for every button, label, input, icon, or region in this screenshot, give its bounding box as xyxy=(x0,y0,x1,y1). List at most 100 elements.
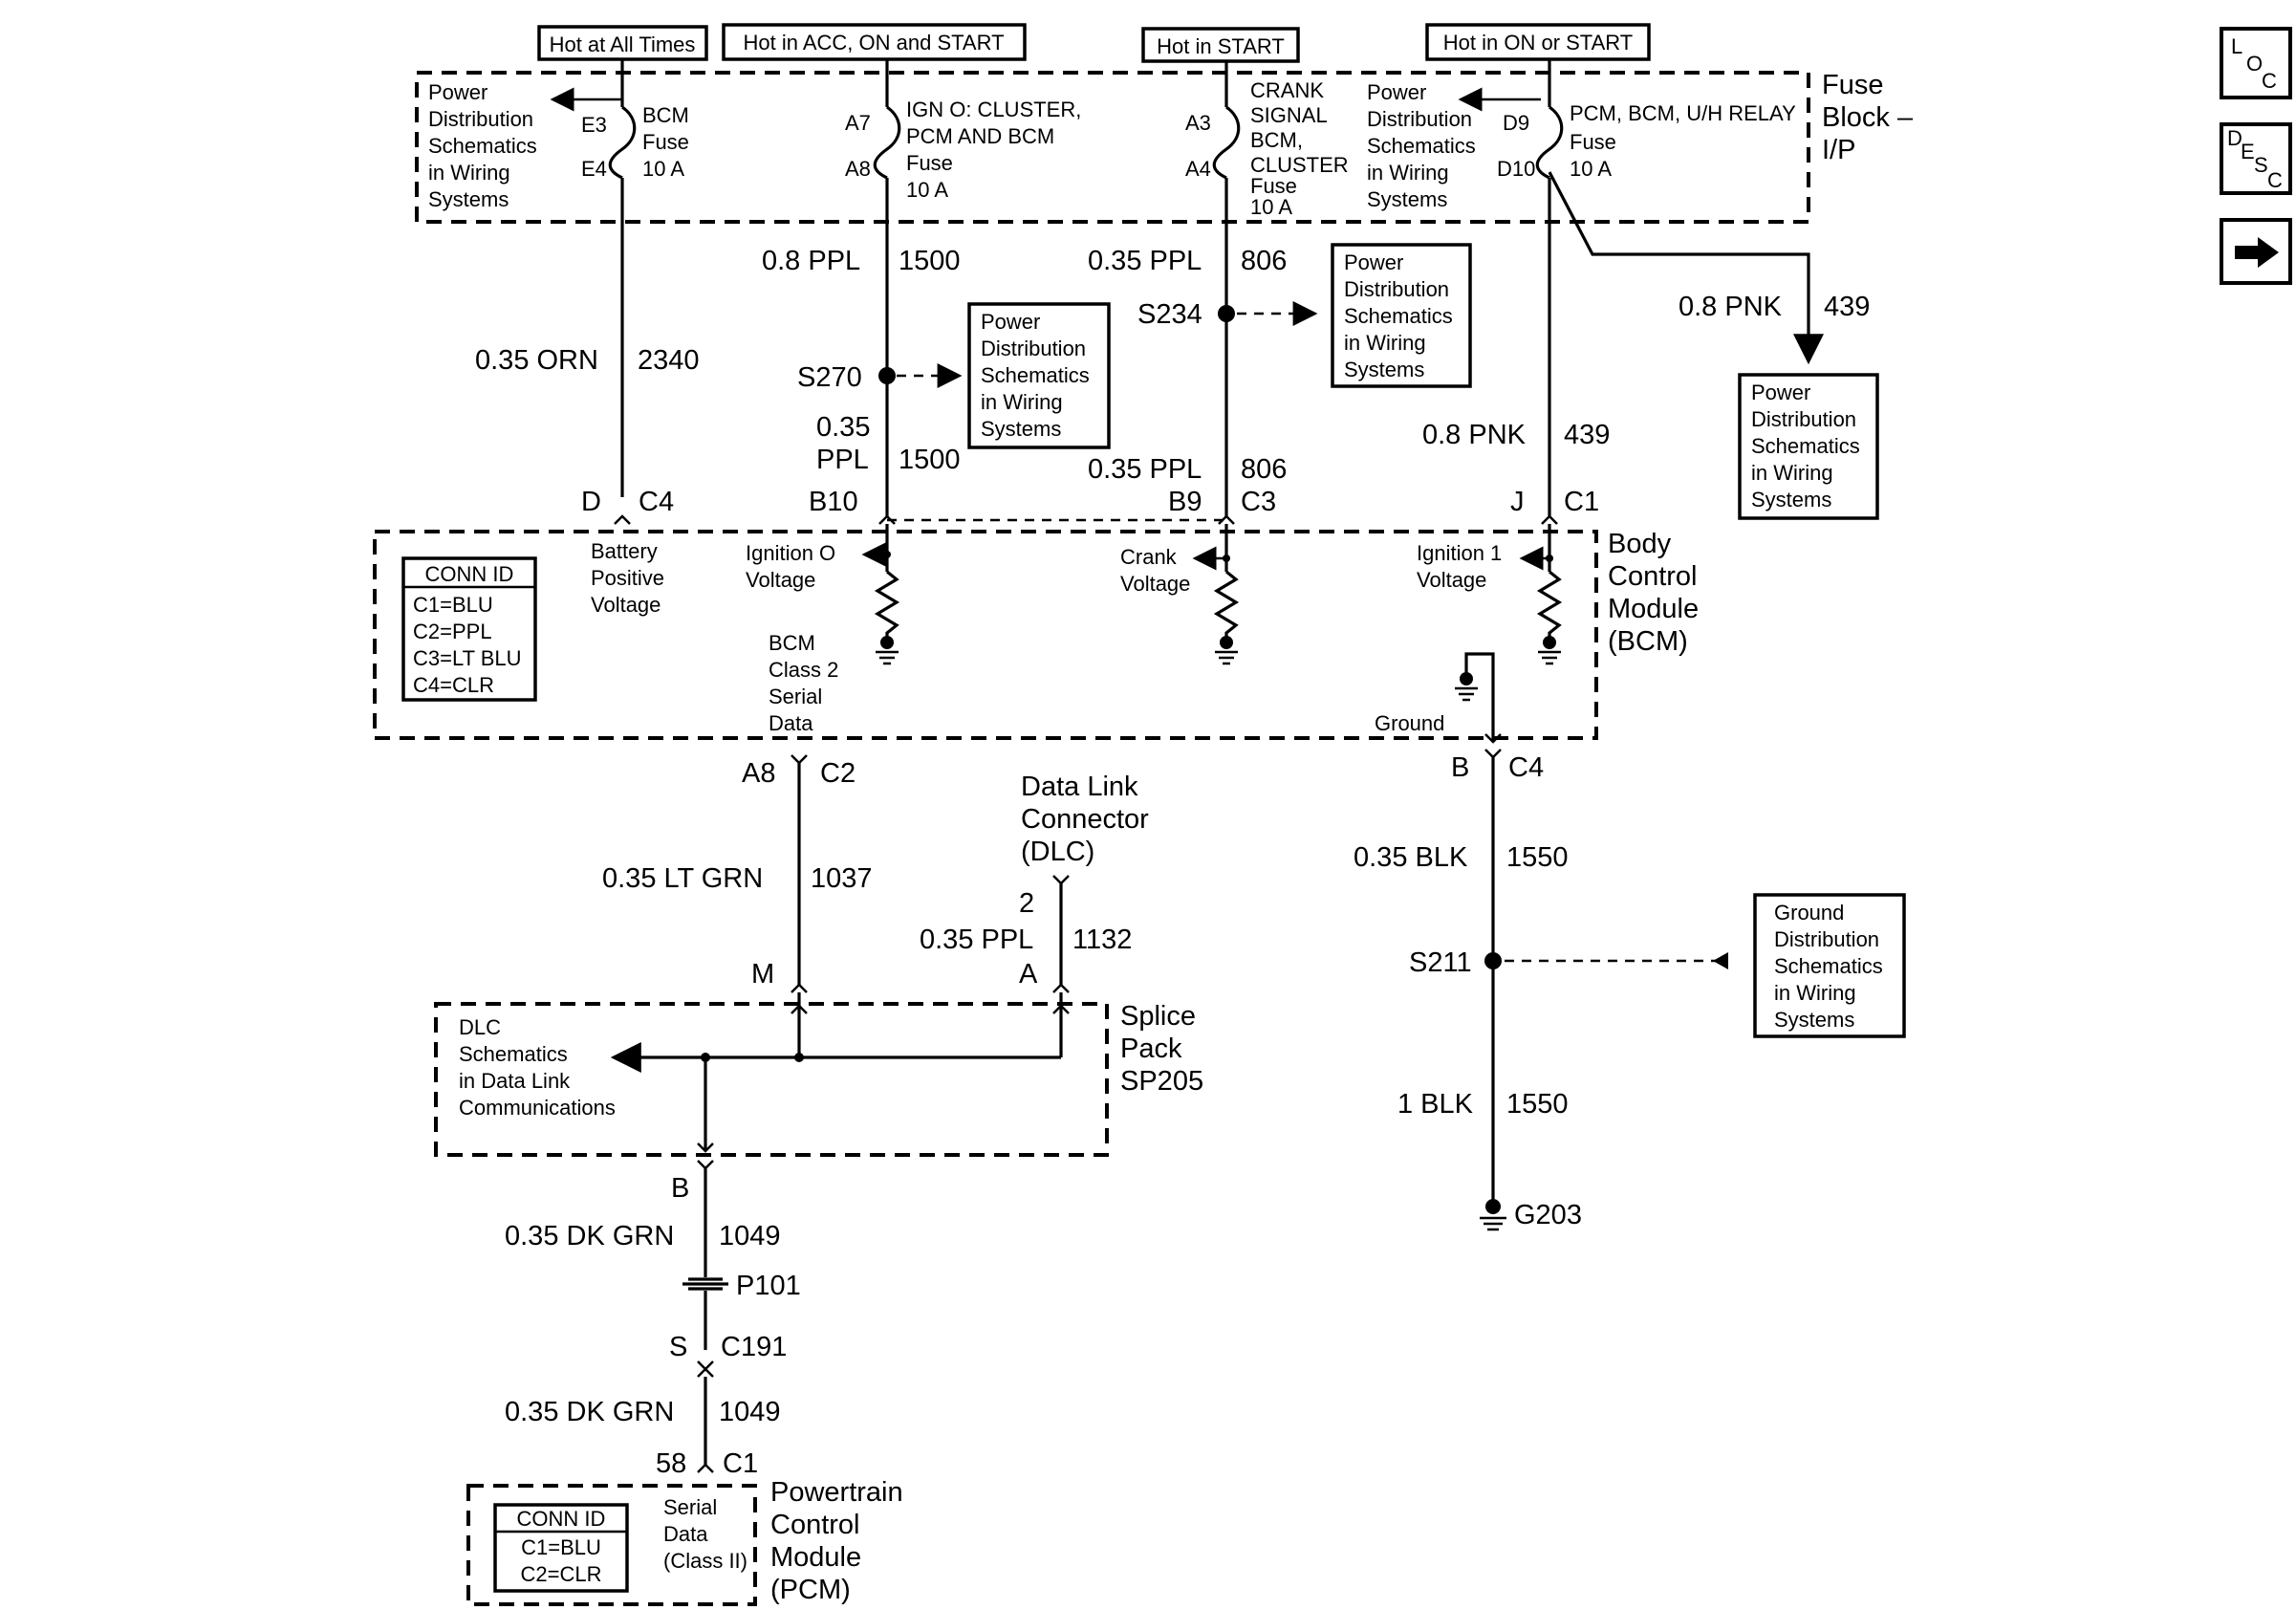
svg-text:in Wiring: in Wiring xyxy=(428,161,510,185)
wire-1550-lower-label: 1 BLK 1550 xyxy=(1397,1089,1569,1120)
svg-text:806: 806 xyxy=(1241,246,1287,276)
svg-text:A3: A3 xyxy=(1185,111,1211,135)
svg-text:C2: C2 xyxy=(820,758,856,789)
svg-text:C1=BLU: C1=BLU xyxy=(521,1535,601,1559)
svg-text:C4=CLR: C4=CLR xyxy=(413,673,494,697)
pd-ref-box-s234: Power Distribution Schematics in Wiring … xyxy=(1331,243,1472,388)
svg-text:0.35 PPL: 0.35 PPL xyxy=(1088,246,1202,276)
svg-text:C: C xyxy=(2267,168,2283,192)
wire-1550-upper-label: 0.35 BLK 1550 xyxy=(1354,842,1569,873)
svg-text:58: 58 xyxy=(656,1448,686,1479)
svg-text:PCM, BCM, U/H RELAY: PCM, BCM, U/H RELAY xyxy=(1570,101,1796,125)
svg-text:BCM,: BCM, xyxy=(1250,128,1303,152)
hot-acc-on-start-label: Hot in ACC, ON and START xyxy=(722,23,1027,61)
svg-text:0.8 PNK: 0.8 PNK xyxy=(1679,292,1783,322)
wire-1037-label: 0.35 LT GRN 1037 xyxy=(602,863,873,894)
crank-input: Crank Voltage xyxy=(1120,524,1240,665)
svg-text:1550: 1550 xyxy=(1506,1089,1569,1120)
svg-text:2: 2 xyxy=(1019,888,1034,919)
pd-ref-box-439: Power Distribution Schematics in Wiring … xyxy=(1738,373,1879,520)
svg-text:in Data Link: in Data Link xyxy=(459,1069,571,1093)
pcm-connector: 58 C1 xyxy=(656,1448,758,1479)
connector-c191: S C191 xyxy=(669,1332,787,1378)
arrow-right-icon xyxy=(2235,237,2279,268)
svg-text:C2=PPL: C2=PPL xyxy=(413,620,492,643)
pd-ref-box-s270: Power Distribution Schematics in Wiring … xyxy=(967,302,1111,449)
svg-text:0.35: 0.35 xyxy=(816,412,870,443)
splice-pack-title: Splice Pack SP205 xyxy=(1120,1001,1203,1097)
svg-text:IGN O: CLUSTER,: IGN O: CLUSTER, xyxy=(906,98,1081,121)
svg-text:1500: 1500 xyxy=(899,246,961,276)
svg-text:Positive: Positive xyxy=(591,566,664,590)
svg-text:Module: Module xyxy=(1608,594,1699,624)
svg-text:Voltage: Voltage xyxy=(1417,568,1486,592)
svg-text:I/P: I/P xyxy=(1822,135,1855,165)
svg-text:10 A: 10 A xyxy=(906,178,948,202)
svg-text:(PCM): (PCM) xyxy=(770,1575,851,1605)
svg-text:E4: E4 xyxy=(581,157,607,181)
svg-text:DLC: DLC xyxy=(459,1015,501,1039)
svg-text:A8: A8 xyxy=(742,758,775,789)
svg-text:0.35 PPL: 0.35 PPL xyxy=(1088,454,1202,485)
svg-text:Distribution: Distribution xyxy=(1751,407,1856,431)
svg-text:(BCM): (BCM) xyxy=(1608,626,1688,657)
svg-text:A4: A4 xyxy=(1185,157,1211,181)
bcm-serial-data-label: BCM Class 2 Serial Data xyxy=(769,631,838,735)
svg-text:Fuse: Fuse xyxy=(1250,174,1297,198)
svg-text:439: 439 xyxy=(1564,420,1610,450)
svg-text:Schematics: Schematics xyxy=(1344,304,1453,328)
loc-button[interactable]: L O C xyxy=(2220,27,2292,99)
svg-text:Power: Power xyxy=(1751,381,1810,404)
svg-text:Hot in ACC, ON and START: Hot in ACC, ON and START xyxy=(743,31,1004,54)
svg-text:S270: S270 xyxy=(797,362,862,393)
bcm-connector-chevrons xyxy=(614,514,1558,525)
svg-text:in Wiring: in Wiring xyxy=(981,390,1063,414)
svg-text:Data Link: Data Link xyxy=(1021,772,1138,802)
pcm-conn-id-box: CONN ID C1=BLU C2=CLR xyxy=(493,1503,629,1593)
svg-text:Hot in ON or START: Hot in ON or START xyxy=(1443,31,1633,54)
svg-text:0.35 BLK: 0.35 BLK xyxy=(1354,842,1468,873)
svg-text:Block –: Block – xyxy=(1822,102,1914,133)
svg-text:1049: 1049 xyxy=(719,1397,781,1427)
svg-text:Distribution: Distribution xyxy=(428,107,533,131)
svg-text:Systems: Systems xyxy=(1367,187,1447,211)
wire-1500-lower-label: 0.35 PPL 1500 xyxy=(816,412,961,475)
svg-text:A7: A7 xyxy=(845,111,871,135)
svg-text:D10: D10 xyxy=(1497,157,1535,181)
hot-at-all-times-label: Hot at All Times xyxy=(537,25,708,61)
svg-text:Communications: Communications xyxy=(459,1096,616,1120)
wire-1049-upper-label: 0.35 DK GRN 1049 xyxy=(505,1221,781,1251)
svg-text:1049: 1049 xyxy=(719,1221,781,1251)
svg-text:Body: Body xyxy=(1608,529,1672,559)
desc-button[interactable]: D E S C xyxy=(2220,122,2292,195)
next-button[interactable] xyxy=(2220,218,2292,285)
svg-text:P101: P101 xyxy=(736,1271,801,1301)
svg-text:Splice: Splice xyxy=(1120,1001,1196,1032)
svg-text:10 A: 10 A xyxy=(642,157,684,181)
svg-text:C4: C4 xyxy=(639,487,674,517)
svg-text:O: O xyxy=(2246,52,2263,76)
svg-text:Distribution: Distribution xyxy=(1367,107,1472,131)
svg-text:in Wiring: in Wiring xyxy=(1344,331,1426,355)
svg-text:PCM AND BCM: PCM AND BCM xyxy=(906,124,1054,148)
svg-text:in Wiring: in Wiring xyxy=(1751,461,1833,485)
svg-text:(DLC): (DLC) xyxy=(1021,837,1094,867)
svg-text:A: A xyxy=(1019,959,1038,990)
svg-text:Schematics: Schematics xyxy=(1774,954,1883,978)
svg-text:Ground: Ground xyxy=(1375,711,1444,735)
fuse-bcm: E3 E4 BCM Fuse 10 A xyxy=(581,59,689,497)
svg-text:Distribution: Distribution xyxy=(1774,927,1879,951)
svg-text:Ground: Ground xyxy=(1774,901,1844,925)
svg-text:Ignition O: Ignition O xyxy=(746,541,835,565)
svg-text:10 A: 10 A xyxy=(1250,195,1292,219)
splice-s211: S211 xyxy=(1409,947,1728,978)
svg-text:S211: S211 xyxy=(1409,947,1472,978)
svg-text:CONN ID: CONN ID xyxy=(517,1507,606,1531)
wire-439-lower-label: 0.8 PNK 439 xyxy=(1422,420,1610,450)
svg-text:M: M xyxy=(751,959,774,990)
wire-806-upper-label: 0.35 PPL 806 xyxy=(1088,246,1287,276)
svg-text:10 A: 10 A xyxy=(1570,157,1612,181)
svg-text:Data: Data xyxy=(769,711,813,735)
svg-text:Control: Control xyxy=(1608,561,1698,592)
svg-text:Crank: Crank xyxy=(1120,545,1178,569)
